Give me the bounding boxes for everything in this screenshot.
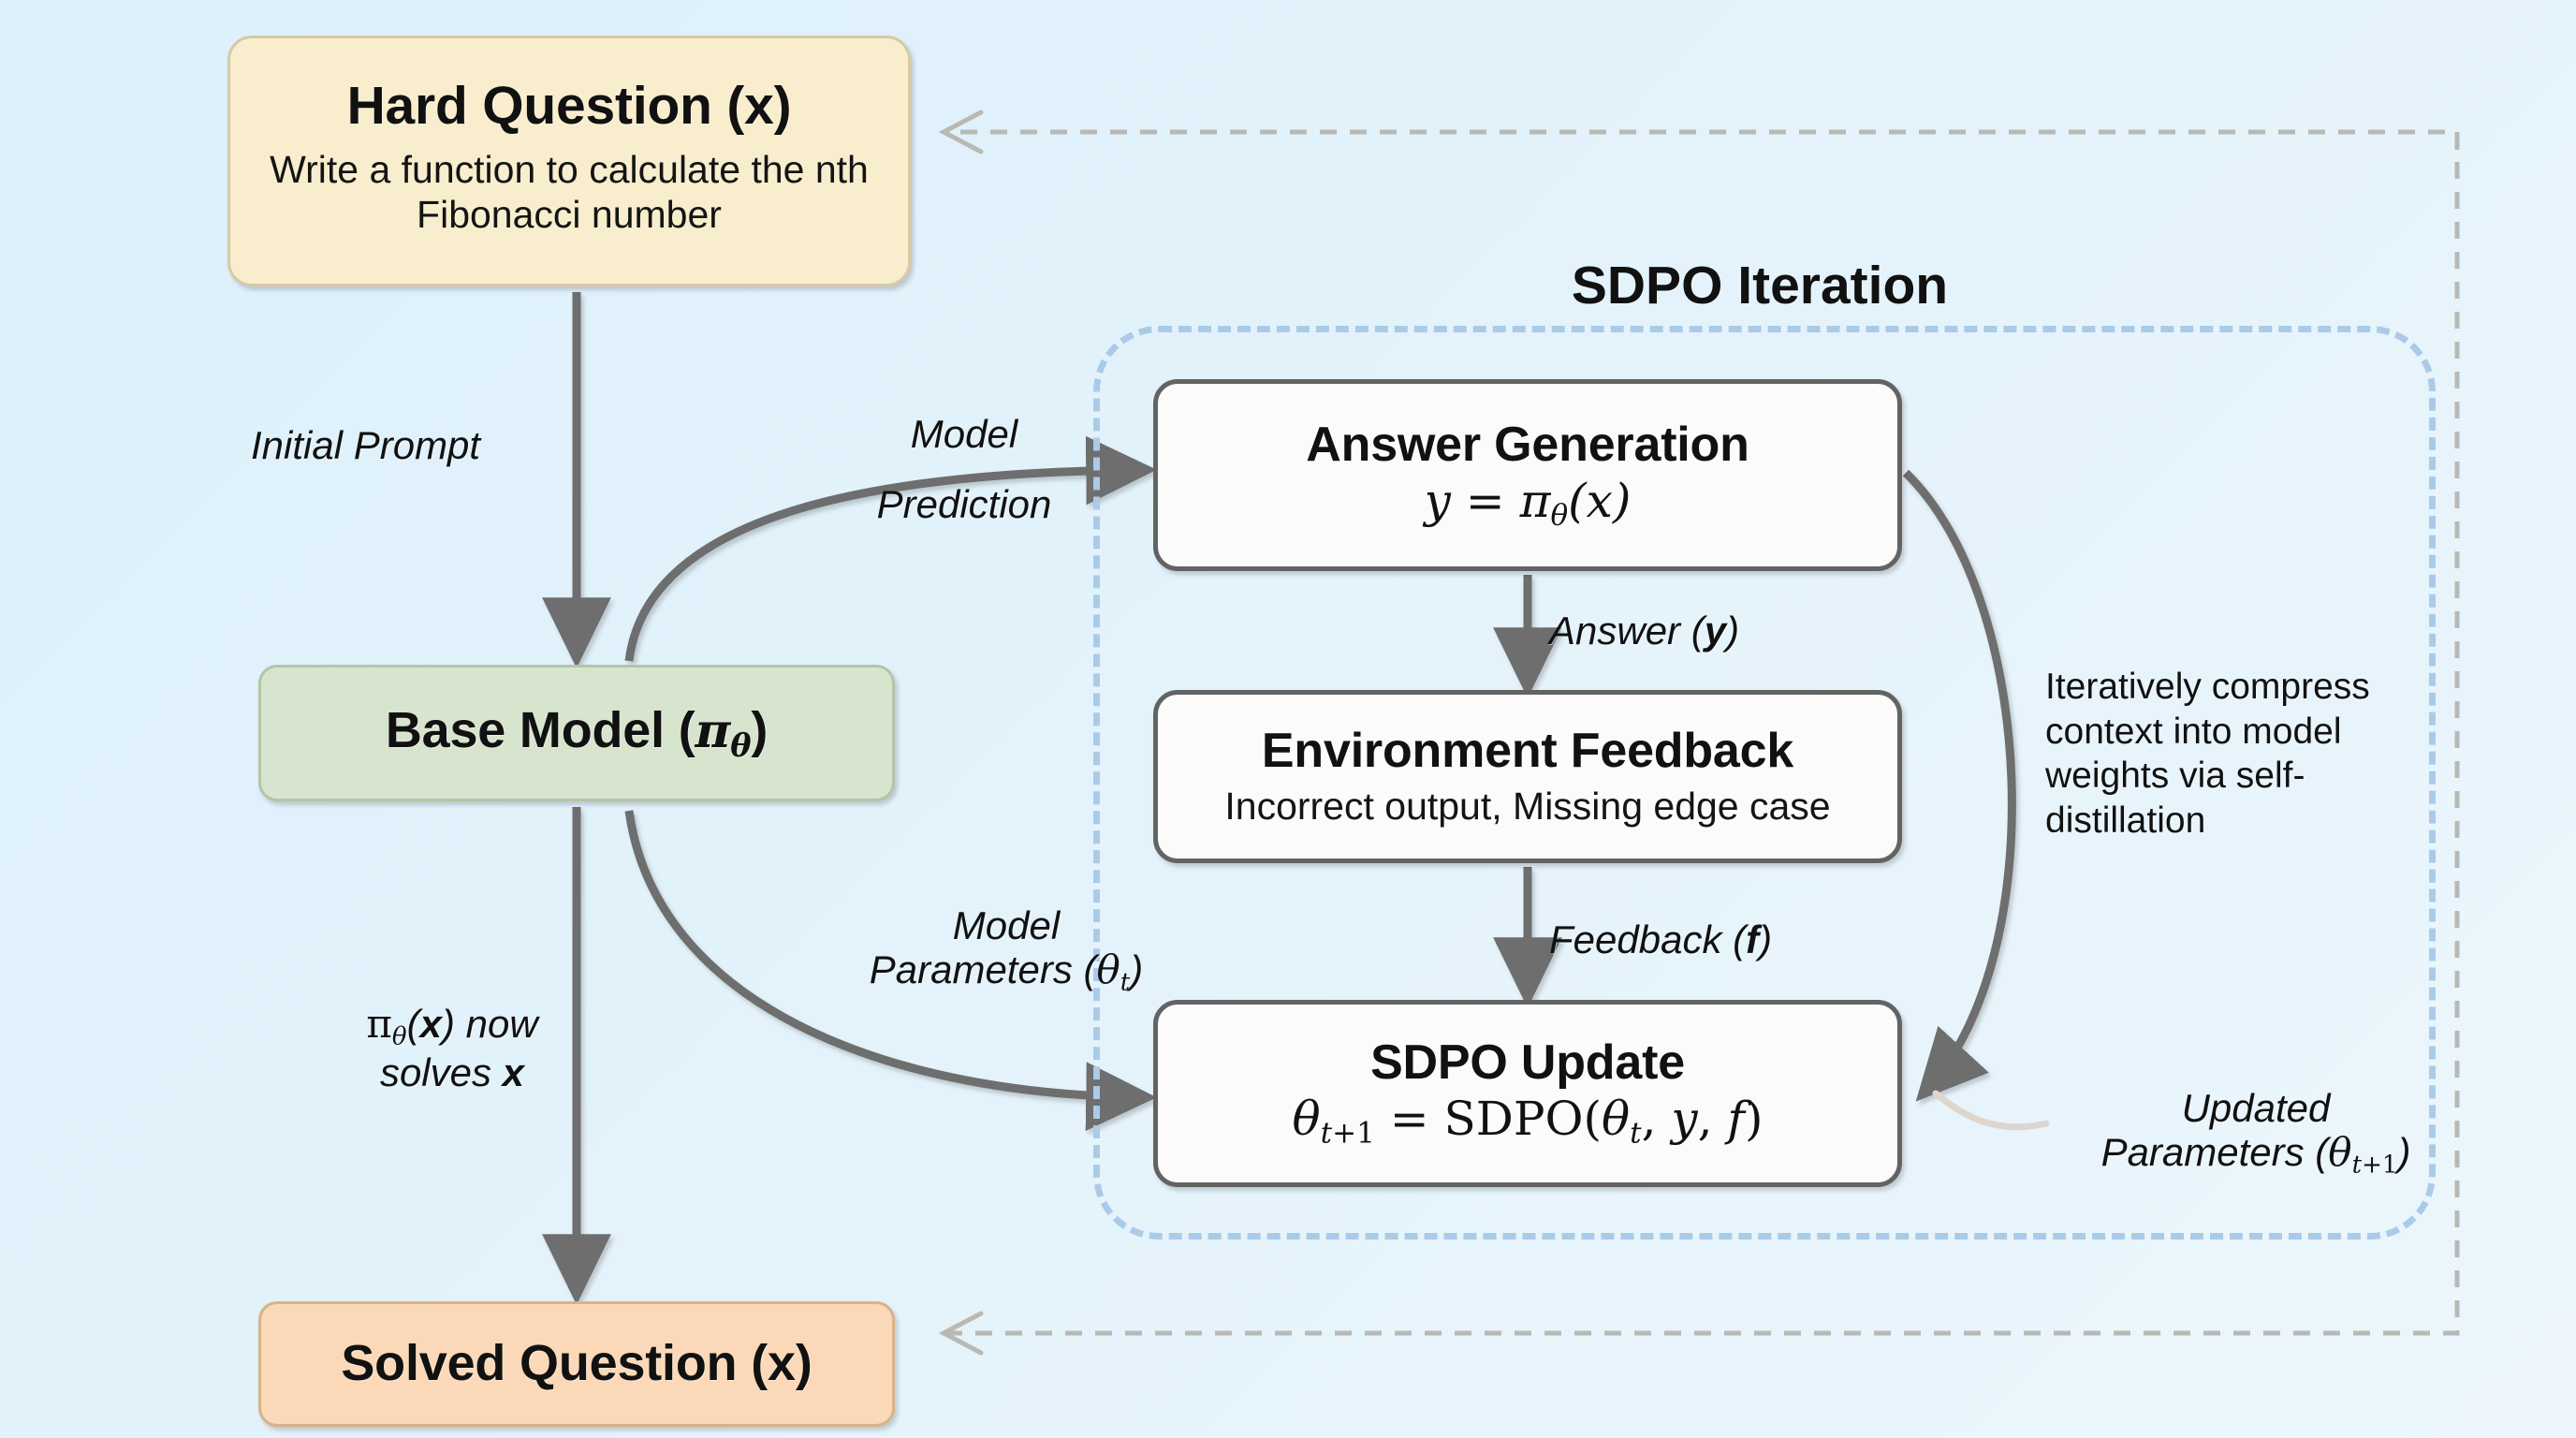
edge-label-updated-parameters-line2: Parameters (θt+1): [2100, 1129, 2411, 1180]
node-hard-question[interactable]: Hard Question (x) Write a function to ca…: [227, 36, 911, 286]
edge-outer-feedback-top: [945, 129, 2460, 150]
formula-pi: π: [1519, 473, 1551, 528]
base-model-title: Base Model (πθ): [385, 701, 768, 764]
sdpo-iteration-title: SDPO Iteration: [1571, 256, 1949, 315]
formula-y2: y: [1671, 1092, 1698, 1147]
answer-generation-formula: y = πθ(x): [1425, 474, 1632, 533]
answer-generation-title: Answer Generation: [1306, 417, 1749, 472]
solved-question-title: Solved Question (x): [341, 1335, 812, 1392]
edge-label-updated-parameters: Updated Parameters (θt+1): [2059, 1086, 2452, 1179]
formula-y: y: [1424, 473, 1451, 528]
edge-label-model-prediction-line2: Prediction: [876, 482, 1052, 527]
node-base-model[interactable]: Base Model (πθ): [258, 665, 895, 801]
formula-theta: θ: [1550, 498, 1569, 533]
base-model-pi: π: [695, 701, 731, 759]
formula-theta-next: θ: [1292, 1092, 1321, 1147]
annotation-self-distillation: Iteratively compress context into model …: [2045, 667, 2370, 841]
hard-question-body: Write a function to calculate the nth Fi…: [270, 147, 869, 237]
edge-label-now-solves-line1: πθ(x) now: [366, 1001, 538, 1051]
edge-label-model-parameters-line1: Model: [952, 903, 1061, 947]
edge-label-initial-prompt: Initial Prompt: [251, 423, 481, 467]
base-model-theta: θ: [730, 726, 752, 764]
formula-sdpo-name: SDPO: [1443, 1092, 1584, 1147]
edge-label-answer: Answer (y): [1549, 609, 1740, 653]
edge-label-updated-parameters-line1: Updated: [2181, 1086, 2331, 1130]
node-answer-generation[interactable]: Answer Generation y = πθ(x): [1153, 379, 1902, 571]
base-model-close-paren: ): [751, 701, 768, 758]
formula-sub-tplus1: t+1: [1320, 1116, 1375, 1151]
edge-label-model-parameters-line2: Parameters (θt): [869, 946, 1144, 997]
environment-feedback-title: Environment Feedback: [1261, 723, 1794, 778]
edge-label-feedback: Feedback (f): [1549, 917, 1773, 961]
edge-label-model-parameters: Model Parameters (θt): [805, 903, 1208, 996]
hard-question-title: Hard Question (x): [346, 76, 792, 137]
edge-label-model-prediction-line1: Model: [910, 412, 1018, 456]
node-solved-question[interactable]: Solved Question (x): [258, 1301, 895, 1427]
formula-comma1: ,: [1641, 1092, 1672, 1147]
formula-open-paren: (: [1583, 1092, 1602, 1147]
sdpo-update-title: SDPO Update: [1370, 1035, 1685, 1091]
edge-label-now-solves-line2: solves x: [379, 1050, 525, 1095]
formula-equals: =: [1465, 473, 1520, 528]
formula-comma2: ,: [1697, 1092, 1728, 1147]
edge-label-model-prediction: Model Prediction: [824, 412, 1105, 526]
formula-close-paren: ): [1744, 1092, 1764, 1147]
arrowhead-outer-bottom: [938, 1311, 984, 1356]
formula-theta-t: θ: [1602, 1092, 1631, 1147]
base-model-label: Base Model (: [385, 701, 695, 758]
sdpo-iteration-group: [1093, 326, 2436, 1240]
arrowhead-outer-top: [938, 110, 984, 154]
environment-feedback-body: Incorrect output, Missing edge case: [1224, 784, 1831, 828]
formula-of-x: (x): [1568, 473, 1632, 528]
formula-f: f: [1727, 1092, 1745, 1147]
node-environment-feedback[interactable]: Environment Feedback Incorrect output, M…: [1153, 690, 1902, 863]
formula-equals2: =: [1374, 1092, 1444, 1147]
edge-label-now-solves: πθ(x) now solves x: [298, 1002, 607, 1094]
sdpo-update-formula: θt+1 = SDPO(θt, y, f): [1293, 1092, 1764, 1151]
formula-sub-t: t: [1630, 1116, 1642, 1151]
node-sdpo-update[interactable]: SDPO Update θt+1 = SDPO(θt, y, f): [1153, 1000, 1902, 1187]
